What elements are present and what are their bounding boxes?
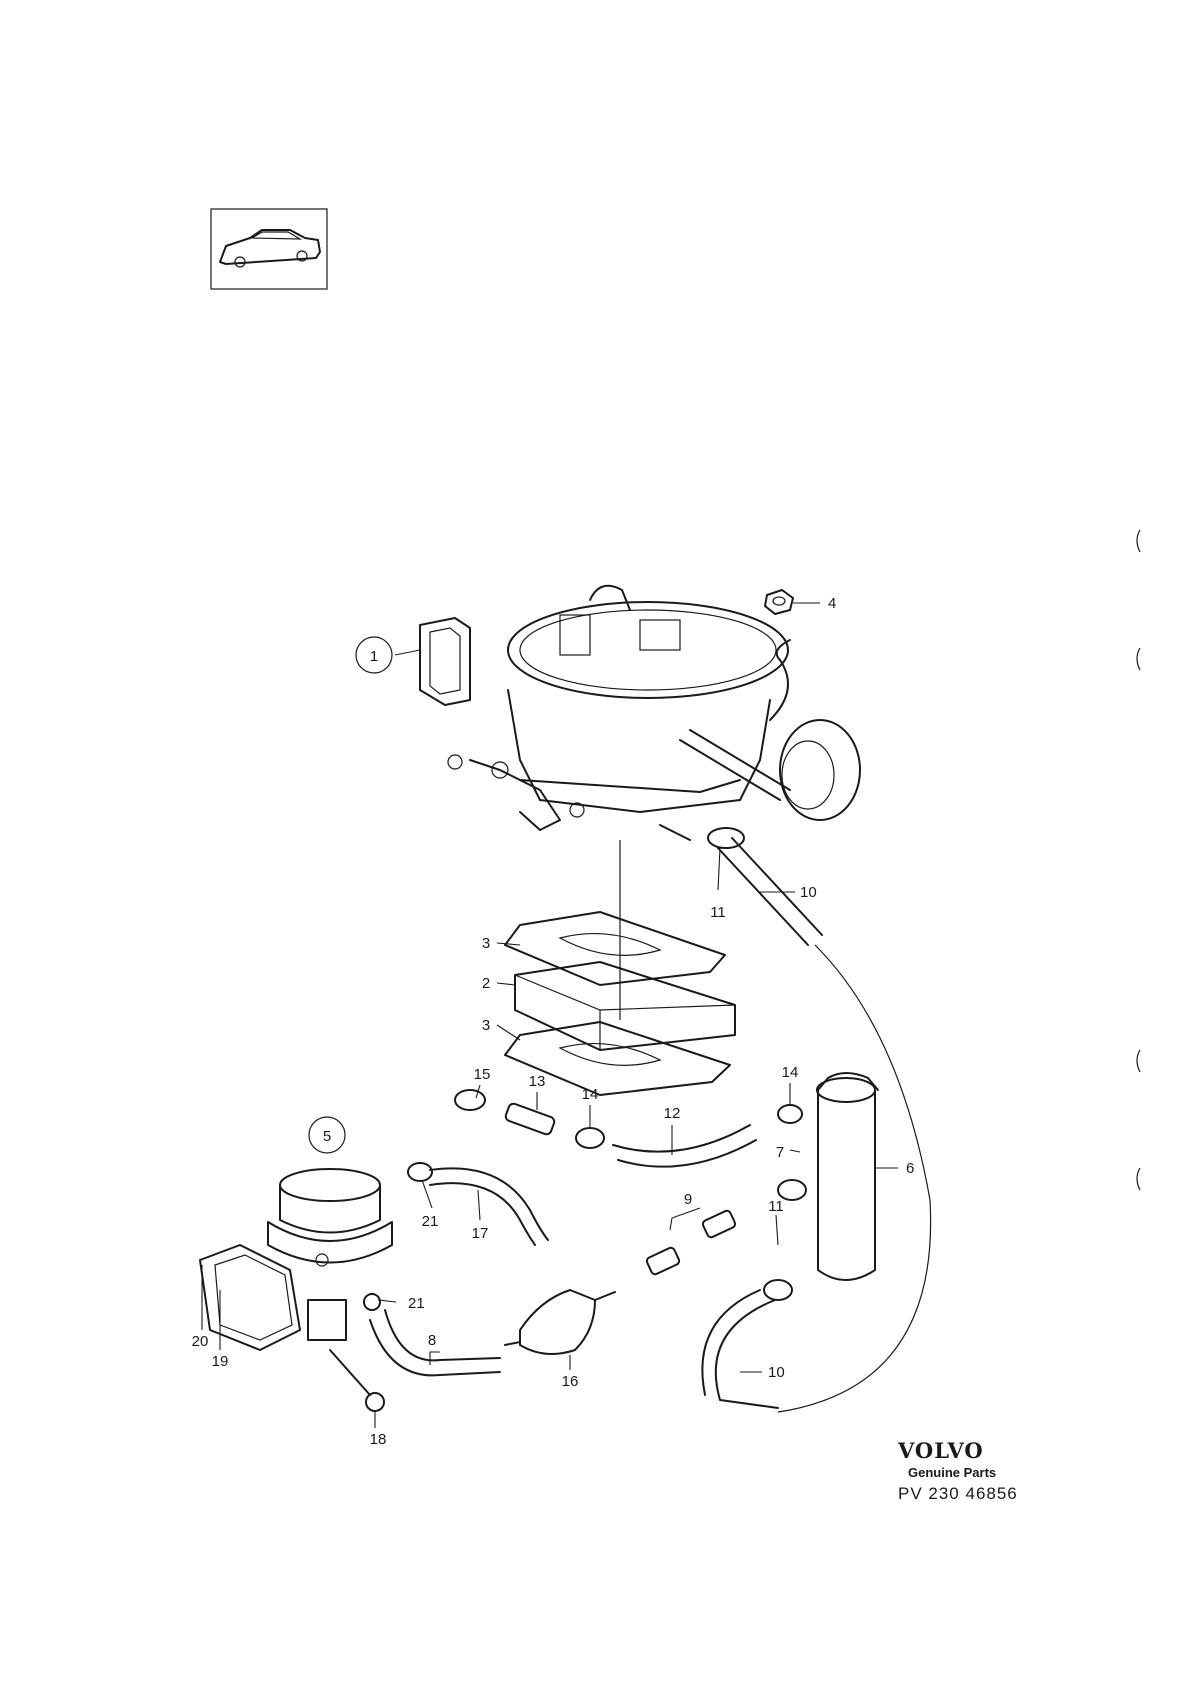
callout-label-10-lower: 10 (768, 1364, 785, 1381)
callout-label-2: 2 (482, 975, 490, 992)
callout-label-5: 5 (323, 1128, 331, 1145)
callout-label-17: 17 (472, 1225, 489, 1242)
callout-label-14-right: 14 (782, 1064, 799, 1081)
callout-5: 5 (308, 1116, 346, 1154)
volvo-logo: VOLVO (898, 1438, 984, 1463)
callout-label-4: 4 (828, 595, 836, 612)
callout-label-11-lower: 11 (768, 1198, 784, 1215)
leader-lines (201, 602, 898, 1428)
gaskets (504, 840, 736, 1096)
margin-marks (1136, 529, 1141, 1191)
callout-label-21-upper: 21 (422, 1213, 439, 1230)
carburettor (419, 584, 861, 841)
callout-label-8: 8 (428, 1332, 436, 1349)
fuel-pump (199, 1168, 393, 1412)
callout-label-12: 12 (664, 1105, 681, 1122)
illustration-reference: PV 230 46856 (898, 1484, 1018, 1503)
callout-label-3-lower: 3 (482, 1017, 490, 1034)
callout-label-7: 7 (776, 1144, 784, 1161)
callout-label-3-upper: 3 (482, 935, 490, 952)
callout-label-20: 20 (192, 1333, 209, 1350)
callout-label-21-lower: 21 (408, 1295, 425, 1312)
callout-label-10-upper: 10 (800, 884, 817, 901)
callout-label-13: 13 (529, 1073, 546, 1090)
callout-1: 1 (355, 636, 393, 674)
fuel-lines (369, 827, 932, 1413)
callout-label-19: 19 (212, 1353, 229, 1370)
genuine-parts-label: Genuine Parts (908, 1465, 997, 1480)
callout-label-15: 15 (474, 1066, 491, 1083)
callout-label-14-left: 14 (582, 1086, 599, 1103)
callout-label-11-upper: 11 (710, 904, 726, 921)
vehicle-thumbnail (210, 208, 328, 290)
callout-label-16: 16 (562, 1373, 579, 1390)
nut (764, 589, 794, 615)
callout-label-6: 6 (906, 1160, 914, 1177)
callout-label-18: 18 (370, 1431, 387, 1448)
brand-block: VOLVO Genuine Parts PV 230 46856 (898, 1438, 1038, 1504)
callout-label-1: 1 (370, 648, 378, 665)
callout-label-9: 9 (684, 1191, 692, 1208)
